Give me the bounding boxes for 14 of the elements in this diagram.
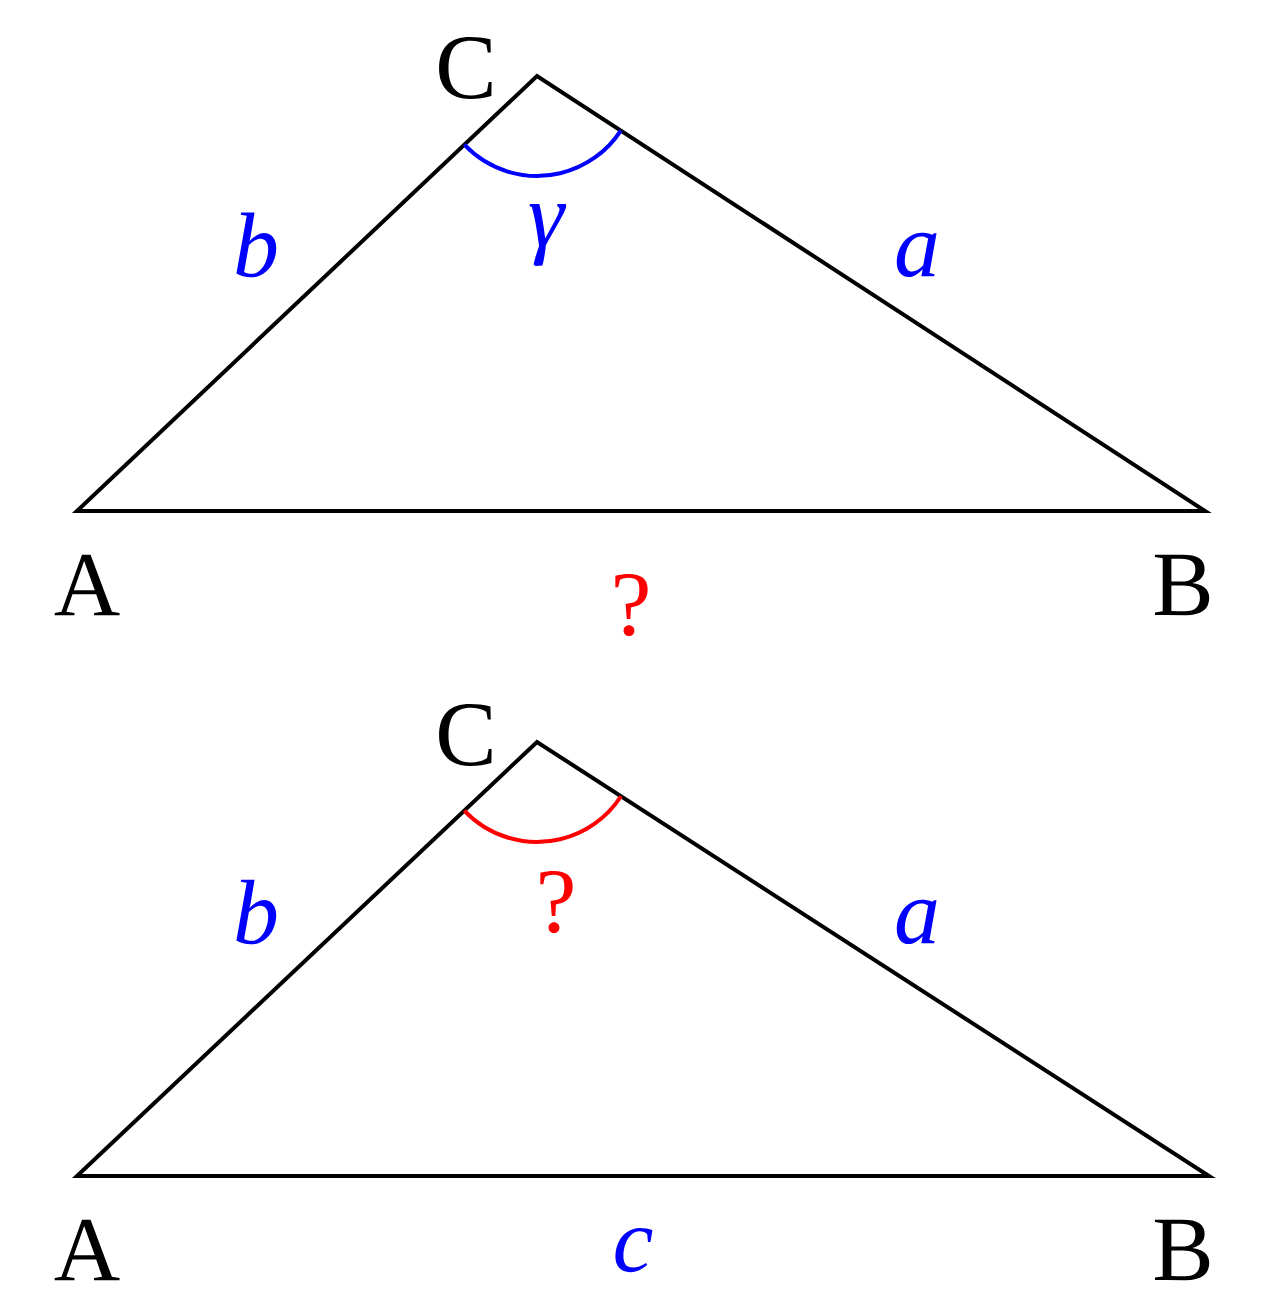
vertex-label: C [439, 704, 492, 766]
vertex-label: B [1154, 1219, 1210, 1281]
side-label: a [896, 899, 937, 945]
side-label: a [896, 232, 937, 278]
vertex-label: A [54, 1219, 120, 1281]
side-label: b [236, 212, 277, 278]
side-label: b [236, 879, 277, 945]
vertex-label: B [1154, 554, 1210, 616]
vertex-label: C [439, 37, 492, 99]
side-label: c [615, 1227, 653, 1273]
unknown-side-label: ? [615, 573, 648, 637]
vertex-label: A [54, 554, 120, 616]
angle-label: γ [529, 204, 567, 266]
unknown-angle-label: ? [540, 870, 573, 934]
